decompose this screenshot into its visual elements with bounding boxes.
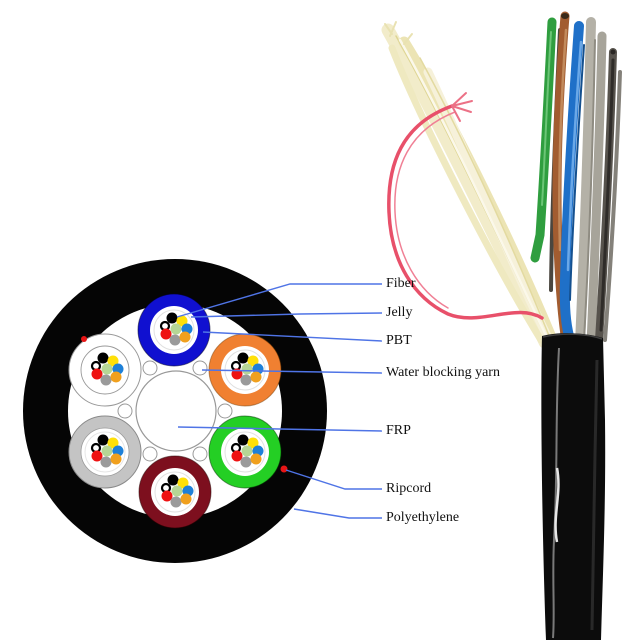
loose-tube-blue [137,293,211,367]
loose-tube-white [68,333,142,407]
leader-lines [176,283,383,519]
leader-jelly [190,312,383,318]
loose-tube-green [208,415,282,489]
leader-fiber [176,283,382,318]
photo-polyethylene-jacket [541,333,606,640]
cable-photo [381,11,622,640]
label-polyethylene: Polyethylene [386,510,460,525]
label-frp: FRP [386,423,411,438]
ripcord-dot-left [81,336,87,342]
water-blocking-yarn-circles [117,360,233,462]
cable-cross-section [23,259,327,563]
loose-tube-gray [68,415,142,489]
photo-tube-blue [559,21,584,349]
loose-tube-maroon [138,455,212,529]
leader-frp [177,426,383,432]
label-fiber: Fiber [386,276,416,291]
label-jelly: Jelly [386,305,413,320]
photo-ripcord [387,92,544,320]
leader-polyethylene [293,508,382,519]
leader-ripcord [285,469,382,490]
loose-tube-orange [208,333,282,407]
label-pbt: PBT [386,333,412,348]
leader-water-blocking-yarn [201,369,383,374]
leader-pbt [202,331,383,342]
label-ripcord: Ripcord [386,481,432,496]
photo-water-blocking-yarn [381,21,559,349]
ripcord-dot-right [280,465,288,473]
photo-loose-tubes [530,11,622,349]
label-water-blocking-yarn: Water blocking yarn [386,365,500,380]
photo-tube-gray-1 [575,17,596,349]
photo-tube-gray-2 [586,31,607,349]
frp-circle [135,370,217,452]
